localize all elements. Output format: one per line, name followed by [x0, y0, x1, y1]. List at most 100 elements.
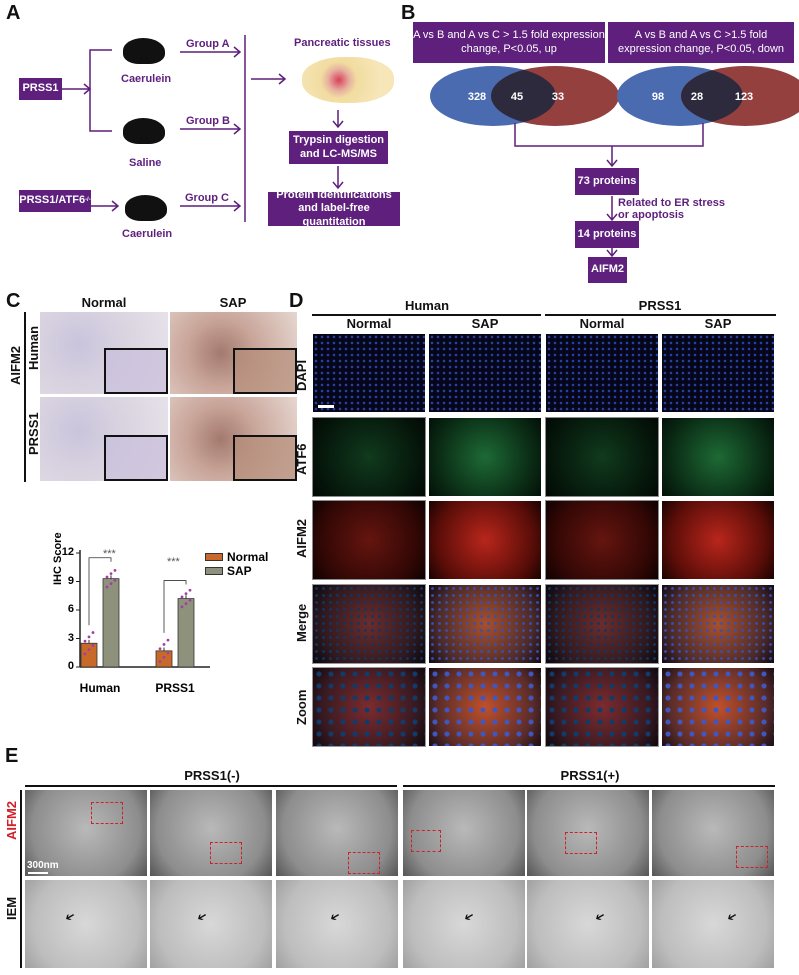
iem-zoom-image: ➔ [527, 880, 649, 968]
if-image-dapi [428, 333, 542, 413]
panel-label-b: B [401, 2, 416, 24]
workflow-arrows [62, 35, 344, 222]
y-axis-label: IHC Score [52, 532, 64, 585]
iem-zoom-image: ➔ [276, 880, 398, 968]
venn-up-overlap [491, 66, 556, 126]
iem-overview-image [527, 790, 649, 876]
zoom-region-box [411, 830, 441, 852]
row-label: AIFM2 [294, 519, 309, 558]
data-point [109, 572, 113, 576]
if-image-dapi [545, 333, 659, 413]
x-tick-label: Human [79, 681, 121, 695]
up-criteria-box: A vs B and A vs C > 1.5 fold expression … [413, 22, 605, 63]
if-image-aifm2 [428, 500, 542, 580]
row-label: Merge [294, 603, 309, 642]
protein-identification-box: Protein identifications and label-free q… [268, 189, 400, 228]
data-point [184, 602, 188, 605]
proteins-14-box: 14 proteins [575, 221, 639, 248]
iem-zoom-image: ➔ [25, 880, 147, 968]
ihc-image-prss1-sap [170, 397, 297, 481]
venn-down-b-only: 123 [734, 91, 754, 103]
treatment-label: Caerulein [122, 228, 173, 240]
arrow-icon: ➔ [461, 908, 477, 926]
venn-up-a-only: 328 [467, 91, 487, 103]
row-label: Zoom [294, 689, 309, 725]
zoom-region-box [91, 802, 123, 824]
if-image-atf6 [661, 417, 775, 497]
iem-overview-image [403, 790, 525, 876]
arrow-icon: ➔ [327, 908, 343, 926]
data-point [105, 585, 109, 589]
row-label-prss1: PRSS1 [26, 412, 41, 455]
knockout-superscript: -/- [85, 197, 91, 204]
legend-item-sap: SAP [205, 564, 252, 578]
if-image-aifm2 [312, 500, 426, 580]
treatment-label: Caerulein [121, 73, 172, 85]
arrow-icon: ➔ [592, 908, 608, 926]
marker-label: AIFM2 [8, 346, 23, 385]
if-image-dapi [661, 333, 775, 413]
row-label-human: Human [26, 325, 41, 370]
significance-bracket [88, 557, 112, 626]
y-tick-label: 6 [67, 603, 74, 615]
data-point [87, 648, 91, 652]
data-point [188, 588, 192, 592]
ihc-image-human-sap [170, 312, 297, 394]
proteins-73-box: 73 proteins [575, 168, 639, 195]
ihc-image-human-normal [40, 312, 168, 394]
group-header-human: Human [404, 298, 450, 313]
data-point [113, 568, 117, 572]
data-point [83, 639, 87, 643]
group-label: Group A [186, 38, 230, 50]
scale-bar [318, 405, 334, 408]
zoom-region-box [210, 842, 242, 864]
data-point [166, 651, 170, 655]
prss1-atf6-box: PRSS1/ATF6-/- [19, 190, 91, 212]
legend-swatch [205, 567, 223, 575]
treatment-label: Saline [129, 157, 162, 169]
group-header-prss1: PRSS1 [638, 298, 682, 313]
group-underline [545, 314, 776, 316]
data-point [83, 652, 87, 656]
zoom-region-box [565, 832, 597, 854]
significance-label: *** [103, 548, 116, 560]
venn-up-b-only: 33 [551, 91, 565, 103]
group-underline [403, 785, 775, 787]
row-divider [24, 312, 26, 482]
if-image-merge [545, 584, 659, 664]
group-underline [312, 314, 541, 316]
data-point [180, 605, 184, 609]
group-label: Group C [185, 192, 229, 204]
venn-diagrams [430, 66, 799, 258]
iem-overview-image [150, 790, 272, 876]
prss1-box: PRSS1 [19, 78, 62, 100]
zoom-region-box [736, 846, 768, 868]
panel-label-d: D [289, 290, 304, 312]
mouse-icon [123, 118, 165, 144]
if-image-atf6 [312, 417, 426, 497]
data-point [166, 638, 170, 642]
ihc-bar-chart [76, 550, 210, 668]
row-divider [20, 790, 22, 968]
data-point [113, 578, 117, 582]
data-point [158, 660, 162, 663]
iem-zoom-image: ➔ [150, 880, 272, 968]
legend-item-normal: Normal [205, 550, 268, 564]
bar-normal-human [80, 642, 98, 668]
if-image-merge [312, 584, 426, 664]
if-image-merge [661, 584, 775, 664]
data-point [87, 635, 91, 639]
data-point [180, 595, 184, 599]
column-header-normal: Normal [81, 295, 127, 310]
if-image-zoom [428, 667, 542, 747]
pancreatic-tissue-illustration [302, 57, 394, 103]
iem-overview-image [276, 790, 398, 876]
significance-bracket [163, 580, 187, 633]
mouse-icon [123, 38, 165, 64]
column-header: SAP [704, 316, 732, 331]
if-image-atf6 [428, 417, 542, 497]
legend-label: SAP [227, 564, 252, 578]
trypsin-digestion-box: Trypsin digestion and LC-MS/MS [289, 131, 388, 164]
data-point [162, 655, 166, 659]
y-tick-label: 3 [67, 631, 74, 644]
